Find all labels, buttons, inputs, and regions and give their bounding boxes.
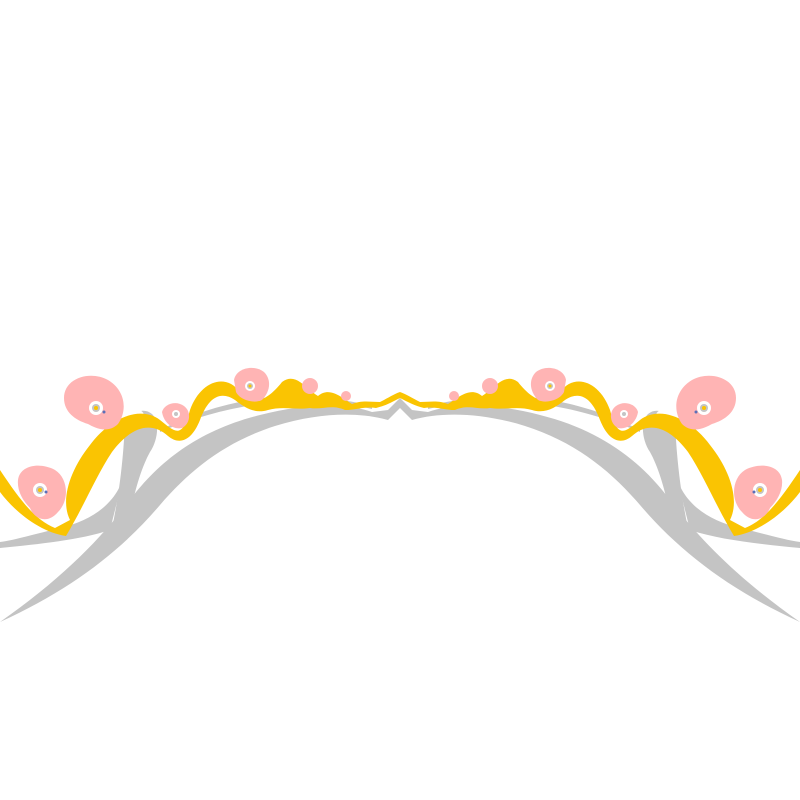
gray-upper-strip <box>160 396 372 432</box>
accent-dot <box>44 490 48 494</box>
white-dot <box>124 398 132 406</box>
pink-bud-2 <box>341 391 351 401</box>
fractal-details <box>33 381 392 497</box>
gray-hook <box>112 410 158 528</box>
fractal-half-left <box>0 367 400 622</box>
detail-cluster-3 <box>245 381 255 391</box>
white-dot <box>367 395 373 401</box>
accent-dot <box>102 410 106 414</box>
gray-base-wedge <box>0 470 125 548</box>
white-dot <box>388 392 392 396</box>
detail-cluster-4 <box>172 410 180 418</box>
gray-arch-band <box>0 398 400 622</box>
pink-bud-1 <box>302 378 318 394</box>
detail-cluster-2 <box>33 483 47 497</box>
gold-band <box>0 378 400 536</box>
white-dot <box>141 401 147 407</box>
detail-cluster-1 <box>89 401 103 415</box>
